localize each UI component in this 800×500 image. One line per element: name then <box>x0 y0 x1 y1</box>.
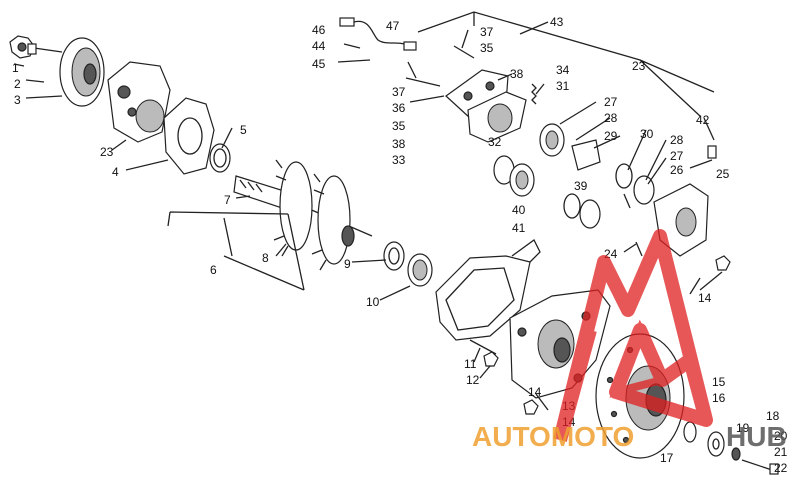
part-cover-gasket <box>435 239 541 341</box>
part-bearing-10 <box>407 253 433 287</box>
part-ring-30 <box>615 163 633 189</box>
callout-27-upper: 27 <box>604 95 618 109</box>
part-bolt-2 <box>27 43 63 55</box>
group-bracket-23 <box>417 11 715 117</box>
callout-27-right: 27 <box>670 149 684 163</box>
callout-15: 15 <box>712 375 726 389</box>
callout-17: 17 <box>660 451 674 465</box>
callout-28-upper: 28 <box>604 111 618 125</box>
leader-lines <box>13 21 723 411</box>
part-washer-19 <box>707 431 725 457</box>
callout-38-top: 38 <box>510 67 524 81</box>
callout-26: 26 <box>670 163 684 177</box>
part-bearing-40 <box>509 163 535 197</box>
callout-38-mid: 38 <box>392 137 406 151</box>
callout-33: 33 <box>392 153 406 167</box>
watermark-brand-left: AUTOMOTO <box>472 421 634 452</box>
callout-35-mid: 35 <box>392 119 406 133</box>
part-housing-32 <box>467 91 527 143</box>
callout-12: 12 <box>466 373 480 387</box>
part-sprocket-8a <box>273 159 313 257</box>
part-shoe-29 <box>571 139 601 171</box>
callout-11: 11 <box>464 357 477 371</box>
part-gasket-4 <box>163 97 215 175</box>
callout-45: 45 <box>312 57 326 71</box>
part-washer-20 <box>731 447 741 461</box>
callout-32: 32 <box>488 135 502 149</box>
callout-18: 18 <box>766 409 780 423</box>
part-bolt-37 <box>405 77 441 87</box>
callout-44: 44 <box>312 39 326 53</box>
watermark-inner-triangle <box>609 319 668 398</box>
part-bolt-24 <box>623 193 643 257</box>
callout-14-right: 14 <box>698 291 712 305</box>
part-bolt-22 <box>741 459 779 475</box>
callout-22: 22 <box>774 461 788 475</box>
part-nut-14-right <box>715 255 731 271</box>
callout-23-upper: 23 <box>632 59 646 73</box>
callout-6: 6 <box>210 263 217 277</box>
callout-29: 29 <box>604 129 618 143</box>
callout-16: 16 <box>712 391 726 405</box>
callout-19: 19 <box>736 421 750 435</box>
part-sensor-42 <box>707 145 717 159</box>
part-bushing-39b <box>579 199 601 229</box>
watermark-brand: AUTOMOTO HUB <box>472 421 787 452</box>
part-housing-23 <box>107 61 171 143</box>
callout-41: 41 <box>512 221 526 235</box>
callout-2: 2 <box>14 77 21 91</box>
part-sensor-46 <box>339 17 417 51</box>
callout-39: 39 <box>574 179 588 193</box>
group-bracket-6 <box>167 211 305 291</box>
callout-25: 25 <box>716 167 730 181</box>
part-screw-44 <box>343 43 361 49</box>
callout-35-top: 35 <box>480 41 494 55</box>
callout-14-chaincase: 14 <box>528 385 542 399</box>
part-screw-45 <box>337 59 371 63</box>
callout-7: 7 <box>224 193 231 207</box>
callout-21: 21 <box>774 445 788 459</box>
callout-31: 31 <box>556 79 570 93</box>
callout-5: 5 <box>240 123 247 137</box>
part-nut-12 <box>483 351 499 367</box>
part-bolt-36 <box>409 95 445 103</box>
callout-10: 10 <box>366 295 380 309</box>
callout-46: 46 <box>312 23 326 37</box>
callout-37-mid: 37 <box>392 85 406 99</box>
callout-37-top: 37 <box>480 25 494 39</box>
callout-30: 30 <box>640 127 654 141</box>
callout-8: 8 <box>262 251 269 265</box>
part-ring-41 <box>563 193 581 219</box>
callout-42: 42 <box>696 113 710 127</box>
callout-47: 47 <box>386 19 400 33</box>
callout-28-right: 28 <box>670 133 684 147</box>
callout-1: 1 <box>12 61 19 75</box>
callout-23-left: 23 <box>100 145 114 159</box>
callout-43: 43 <box>550 15 564 29</box>
callout-20: 20 <box>774 429 788 443</box>
part-pulley-3 <box>59 37 105 107</box>
part-sprocket-8b <box>311 173 355 271</box>
callout-9: 9 <box>344 257 351 271</box>
callout-36: 36 <box>392 101 406 115</box>
part-seal-5 <box>209 143 231 173</box>
watermark <box>553 229 713 442</box>
callout-3: 3 <box>14 93 21 107</box>
part-bolt-35 <box>453 45 475 59</box>
part-spring-34 <box>531 83 537 105</box>
watermark-brand-right: HUB <box>726 421 787 452</box>
callout-4: 4 <box>112 165 119 179</box>
callout-34: 34 <box>556 63 570 77</box>
part-bolt-13 <box>523 399 539 415</box>
part-spacer-17 <box>683 421 697 443</box>
part-seal-9 <box>383 241 405 271</box>
callout-40: 40 <box>512 203 526 217</box>
part-bearing-28 <box>539 123 565 157</box>
